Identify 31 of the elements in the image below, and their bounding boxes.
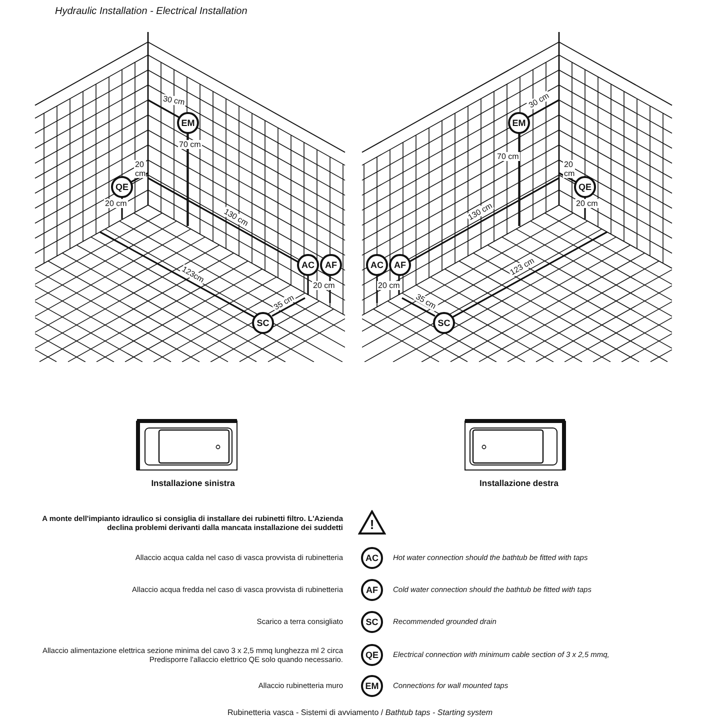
dimension-label: 35 cm [413, 292, 438, 312]
dimension-label: 20 cm [563, 160, 575, 178]
dimension-label: 20 cm [377, 281, 401, 290]
caption: Rubinetteria vasca - Sistemi di avviamento / Bathtub taps - Starting system [226, 708, 494, 717]
legend-symbol: AF [361, 579, 383, 601]
dimension-label: 20 cm [575, 199, 599, 208]
dimension-label: 30 cm [161, 94, 186, 107]
legend-symbol: AC [361, 547, 383, 569]
connection-marker: QE [111, 176, 133, 198]
connection-marker: QE [574, 176, 596, 198]
warning-sign: ! [358, 510, 386, 535]
dimension-label: 20 cm [104, 199, 128, 208]
connection-marker: EM [177, 112, 199, 134]
connection-marker: AC [366, 254, 388, 276]
dimension-label: 20 cm [134, 160, 146, 178]
drawing-caption: Installazione sinistra [150, 478, 236, 488]
legend-symbol: SC [361, 611, 383, 633]
dimension-label: 30 cm [526, 90, 552, 110]
diagram-title: Hydraulic Installation - Electrical Installation [55, 6, 248, 17]
connection-marker: AF [389, 254, 411, 276]
connection-marker: EM [508, 112, 530, 134]
connection-marker: SC [433, 312, 455, 334]
legend-symbol: QE [361, 644, 383, 666]
drawing-caption: Installazione destra [478, 478, 560, 488]
dimension-label: 20 cm [312, 281, 336, 290]
legend-symbol: EM [361, 675, 383, 697]
connection-marker: SC [252, 312, 274, 334]
dimension-label: 70 cm [178, 140, 202, 149]
connection-marker: AF [320, 254, 342, 276]
dimension-label: 70 cm [496, 152, 520, 161]
connection-marker: AC [297, 254, 319, 276]
